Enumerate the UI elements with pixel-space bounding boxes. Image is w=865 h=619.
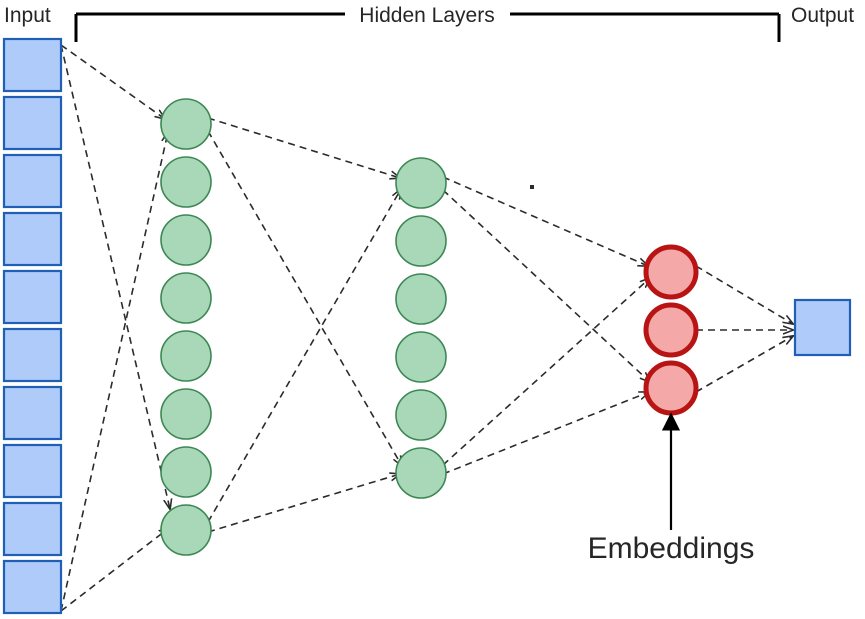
node-hidden-1-1[interactable] [160, 98, 212, 150]
input-label: Input [4, 4, 51, 27]
input-layer-nodes [2, 37, 63, 615]
stray-mark [530, 185, 534, 189]
hidden-layers-label: Hidden Layers [359, 4, 494, 27]
hidden-layers-bracket [74, 12, 781, 42]
node-hidden-1-5[interactable] [160, 330, 212, 382]
connection-line [442, 278, 650, 466]
node-hidden-1-4[interactable] [160, 272, 212, 324]
hidden-layer-2-nodes [395, 157, 447, 499]
node-input-8[interactable] [2, 443, 63, 499]
connection-line [695, 336, 793, 393]
embeddings-layer-nodes [643, 244, 699, 416]
node-input-7[interactable] [2, 385, 63, 441]
node-input-1[interactable] [2, 37, 63, 93]
node-hidden-1-8[interactable] [160, 504, 212, 556]
stray-dash-mark [530, 185, 534, 189]
connection-line [442, 189, 650, 382]
connection-line [60, 44, 165, 119]
connection-line [60, 44, 170, 509]
output-label: Output [791, 4, 854, 27]
node-input-5[interactable] [2, 269, 63, 325]
connection-line [207, 130, 402, 466]
node-hidden-1-7[interactable] [160, 446, 212, 498]
connection-line [207, 117, 400, 178]
node-hidden-2-5[interactable] [395, 389, 447, 441]
connection-line [442, 176, 648, 266]
node-input-2[interactable] [2, 95, 63, 151]
node-hidden-2-3[interactable] [395, 273, 447, 325]
node-hidden-2-2[interactable] [395, 215, 447, 267]
node-hidden-1-6[interactable] [160, 388, 212, 440]
node-hidden-1-3[interactable] [160, 214, 212, 266]
node-output-1[interactable] [793, 298, 852, 357]
node-input-9[interactable] [2, 501, 63, 557]
output-layer-nodes [793, 298, 852, 357]
node-input-3[interactable] [2, 153, 63, 209]
node-input-10[interactable] [2, 559, 63, 615]
node-hidden-2-1[interactable] [395, 157, 447, 209]
node-input-6[interactable] [2, 327, 63, 383]
connection-line [442, 392, 649, 475]
connections-group [60, 44, 793, 612]
node-embeddings-1[interactable] [643, 244, 699, 300]
hidden-layer-1-nodes [160, 98, 212, 556]
node-hidden-2-4[interactable] [395, 331, 447, 383]
node-embeddings-2[interactable] [643, 302, 699, 358]
embeddings-callout-label: Embeddings [588, 532, 755, 565]
node-hidden-1-2[interactable] [160, 156, 212, 208]
node-embeddings-3[interactable] [643, 360, 699, 416]
connection-line [695, 265, 793, 324]
node-hidden-2-6[interactable] [395, 447, 447, 499]
connection-line [207, 474, 400, 533]
connection-line [60, 528, 169, 612]
connection-line [60, 132, 168, 612]
node-input-4[interactable] [2, 211, 63, 267]
connection-line [207, 189, 401, 523]
